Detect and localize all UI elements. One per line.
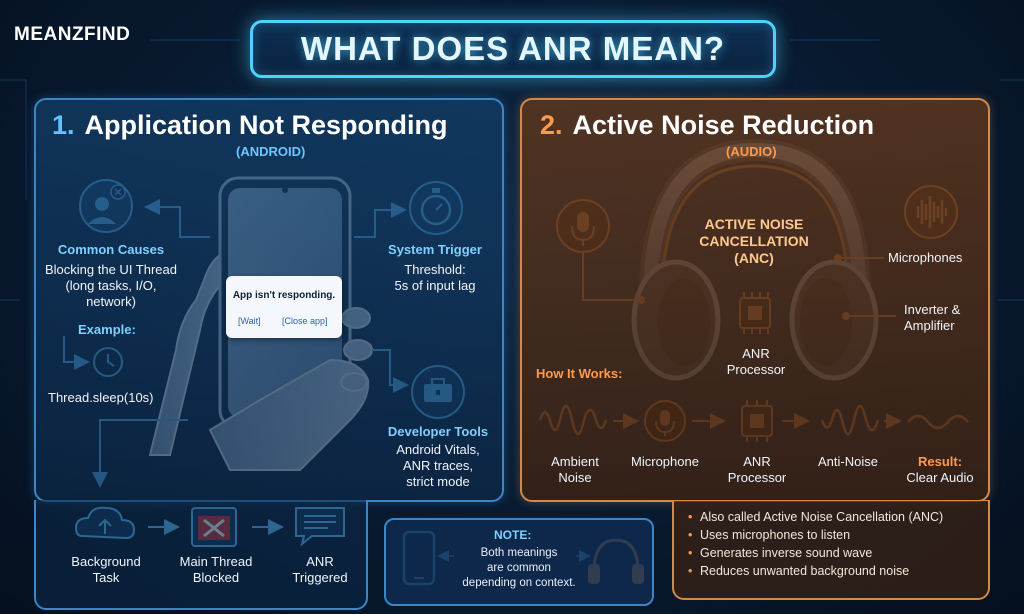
example-label: Example: — [78, 322, 136, 337]
inverter-amplifier-label: Inverter &Amplifier — [904, 302, 961, 333]
android-heading: 1. Application Not Responding — [52, 110, 448, 141]
android-heading-text: Application Not Responding — [84, 110, 448, 140]
anc-title: ACTIVE NOISE CANCELLATION (ANC) — [699, 216, 809, 266]
microphones-label: Microphones — [888, 250, 963, 265]
android-number: 1. — [52, 110, 75, 140]
list-item: Also called Active Noise Cancellation (A… — [688, 508, 988, 526]
page-title-box: WHAT DOES ANR MEAN? — [250, 20, 776, 78]
list-item: Reduces unwanted background noise — [688, 562, 988, 580]
audio-panel — [520, 98, 990, 502]
page-title: WHAT DOES ANR MEAN? — [300, 30, 726, 67]
common-causes-text: Blocking the UI Thread (long tasks, I/O,… — [45, 262, 177, 309]
note-title: NOTE: — [494, 528, 532, 542]
how-it-works-label: How It Works: — [536, 366, 623, 381]
system-trigger-text: Threshold: 5s of input lag — [394, 262, 476, 293]
note-text: Both meanings are common depending on co… — [462, 547, 576, 589]
wait-button[interactable]: [Wait] — [238, 316, 261, 326]
audio-heading-text: Active Noise Reduction — [572, 110, 875, 140]
note-panel — [384, 518, 654, 606]
result-text: Clear Audio — [906, 470, 974, 485]
close-app-button[interactable]: [Close app] — [282, 316, 328, 326]
list-item: Uses microphones to listen — [688, 526, 988, 544]
step-microphone: Microphone — [631, 454, 699, 469]
android-subheading: (ANDROID) — [236, 144, 306, 159]
audio-subheading: (AUDIO) — [726, 144, 777, 159]
developer-tools-text: Android Vitals, ANR traces, strict mode — [396, 442, 480, 489]
anc-facts-list: Also called Active Noise Cancellation (A… — [688, 508, 988, 580]
result-label: Result: — [917, 454, 963, 469]
developer-tools-label: Developer Tools — [387, 424, 489, 439]
system-trigger-label: System Trigger — [388, 242, 482, 257]
audio-heading: 2. Active Noise Reduction — [540, 110, 874, 141]
example-text: Thread.sleep(10s) — [48, 390, 154, 405]
anr-dialog: App isn't responding. [Wait] [Close app] — [226, 276, 342, 338]
anr-flow-panel — [34, 500, 368, 610]
list-item: Generates inverse sound wave — [688, 544, 988, 562]
brand-logo: MEANZFIND — [14, 24, 131, 45]
audio-number: 2. — [540, 110, 563, 140]
step-anti-noise: Anti-Noise — [818, 454, 878, 469]
anr-dialog-message: App isn't responding. — [232, 290, 336, 301]
common-causes-label: Common Causes — [57, 242, 165, 257]
